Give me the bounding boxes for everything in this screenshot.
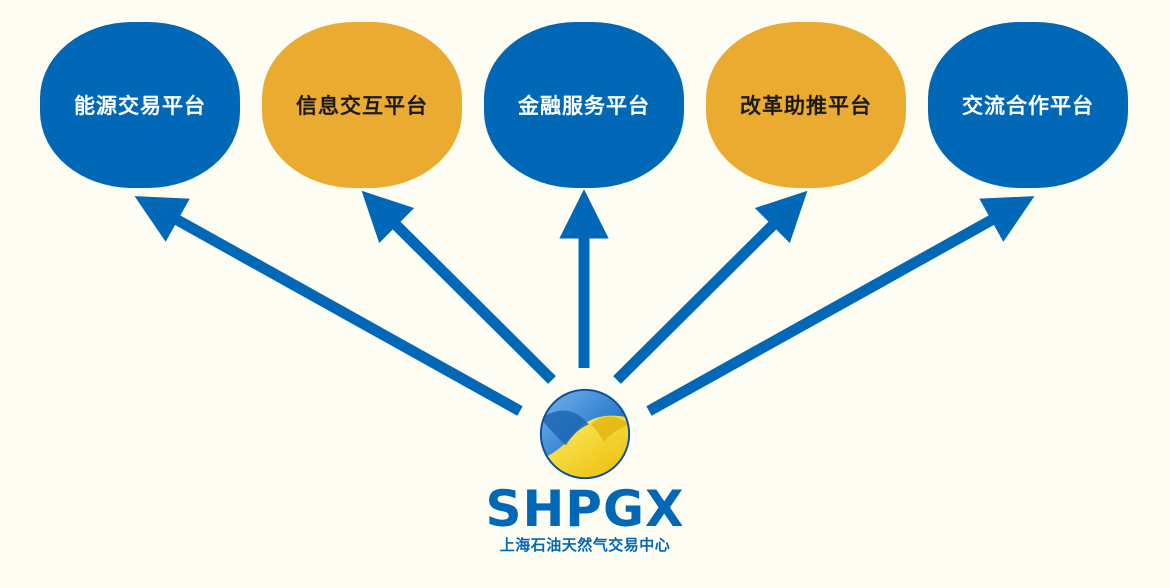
platform-label: 金融服务平台 [518,94,650,118]
logo-subtitle: 上海石油天然气交易中心 [499,536,671,554]
shpgx-swirl-logo-icon [539,388,631,480]
platform-label: 改革助推平台 [740,94,872,118]
platform-label: 交流合作平台 [962,94,1094,118]
platform-energy-trading: 能源交易平台 [40,22,240,188]
platform-reform-promotion: 改革助推平台 [706,22,906,188]
logo-name: SHPGX [485,480,685,538]
platform-label: 能源交易平台 [74,94,206,118]
platform-exchange-cooperation: 交流合作平台 [928,22,1128,188]
shpgx-logo: SHPGX 上海石油天然气交易中心 [480,386,690,566]
arrow-to-platform-4 [613,190,808,384]
platform-label: 信息交互平台 [296,94,428,118]
arrow-to-platform-5 [646,196,1035,416]
platform-information-interaction: 信息交互平台 [262,22,462,188]
platform-financial-services: 金融服务平台 [484,22,684,188]
arrow-to-platform-1 [134,196,523,416]
arrow-to-platform-2 [361,190,556,384]
